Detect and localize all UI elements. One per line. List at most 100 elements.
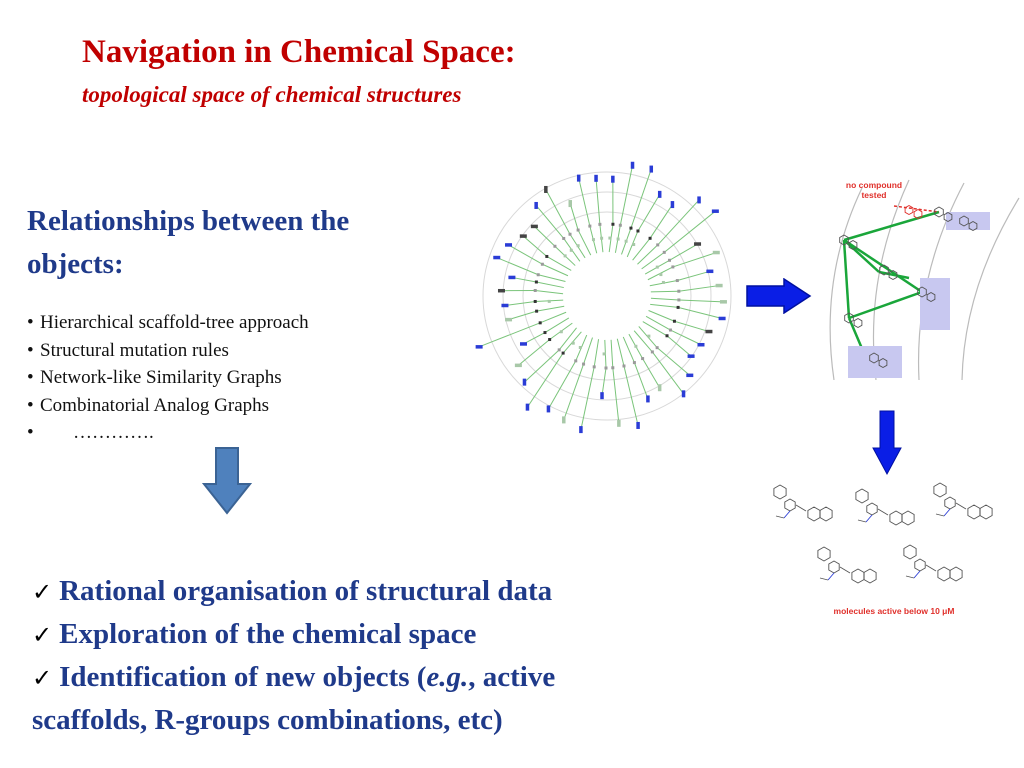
- tree-edge: [619, 165, 634, 226]
- tree-node: [661, 280, 665, 284]
- list-item: • ………….: [27, 419, 309, 447]
- tree-leaf: [546, 405, 551, 413]
- arrow-down-icon: [202, 447, 252, 515]
- similarity-network-diagram: no compound tested: [829, 179, 1020, 380]
- tree-node: [571, 341, 575, 345]
- tree-node: [602, 352, 606, 356]
- tree-node: [655, 346, 659, 350]
- tree-leaf: [670, 201, 675, 209]
- tree-leaf: [705, 329, 713, 334]
- ring-shape: [853, 317, 863, 329]
- tree-edge: [569, 203, 579, 231]
- tree-leaf: [630, 161, 635, 169]
- tree-edge: [657, 199, 700, 246]
- outcome-item: ✓Exploration of the chemical space: [32, 618, 477, 650]
- tree-node: [659, 273, 663, 277]
- ring-shape: [878, 357, 888, 369]
- tree-edge: [539, 311, 567, 324]
- tree-node: [616, 237, 620, 241]
- tree-edge: [478, 322, 541, 348]
- ring-shape: [888, 269, 898, 281]
- bullet-icon: •: [27, 422, 34, 443]
- ring-shape: [844, 312, 854, 324]
- tree-edge: [678, 285, 720, 292]
- ring-shape: [828, 560, 840, 574]
- bond-line: [857, 519, 867, 523]
- tree-leaf: [522, 378, 527, 386]
- tree-node: [641, 357, 645, 361]
- tree-edge: [535, 205, 565, 239]
- tree-node: [650, 350, 654, 354]
- tree-leaf: [712, 250, 720, 255]
- molecule-structures: [773, 482, 993, 584]
- tree-ring: [482, 171, 732, 421]
- tree-leaf: [562, 416, 566, 424]
- checkmark-icon: ✓: [32, 664, 53, 692]
- ring-shape: [967, 504, 981, 520]
- tree-rings: [482, 171, 732, 421]
- list-item-label: Hierarchical scaffold-tree approach: [40, 312, 309, 333]
- tree-node: [672, 319, 676, 323]
- tree-leaf: [718, 316, 726, 321]
- ring-shape: [869, 352, 879, 364]
- tree-edge: [650, 290, 679, 293]
- tree-edge: [534, 226, 556, 247]
- tree-edge: [649, 204, 673, 239]
- list-item: •Combinatorial Analog Graphs: [27, 392, 309, 420]
- arrow-down-icon: [872, 410, 902, 476]
- tree-edge: [633, 330, 653, 353]
- tree-node: [563, 254, 567, 258]
- ring-shape: [889, 510, 903, 526]
- tree-node: [662, 250, 666, 254]
- tree-node: [676, 305, 680, 309]
- list-item-label: ………….: [73, 422, 154, 443]
- tree-leaf: [505, 317, 513, 322]
- tree-ring: [522, 211, 692, 381]
- tree-edge: [496, 257, 539, 276]
- ring-shape: [914, 558, 926, 572]
- tree-node: [591, 238, 595, 242]
- bond-line: [783, 510, 791, 519]
- tree-node: [548, 338, 552, 342]
- tree-leaf: [697, 342, 705, 347]
- tree-edge: [630, 168, 652, 229]
- tree-edge: [593, 339, 600, 367]
- tree-edge: [577, 229, 592, 256]
- tree-edge: [656, 347, 691, 376]
- tree-node: [618, 223, 622, 227]
- ring-shape: [903, 544, 917, 560]
- outcome-item: ✓Identification of new objects (e.g., ac…: [32, 661, 556, 693]
- tree-node: [668, 328, 672, 332]
- ring-shape: [819, 506, 833, 522]
- tree-edge: [544, 317, 570, 333]
- relationships-list: •Hierarchical scaffold-tree approach •St…: [27, 309, 309, 447]
- tree-leaf: [534, 201, 538, 209]
- tree-edge: [508, 244, 543, 265]
- bond-line: [775, 515, 785, 519]
- tree-edge: [672, 252, 717, 268]
- ring-shape: [773, 484, 787, 500]
- bond-line: [795, 504, 807, 512]
- tree-edge: [580, 366, 595, 430]
- ring-shape: [959, 215, 969, 227]
- tree-leaf: [657, 384, 662, 392]
- tree-edge: [504, 300, 536, 306]
- outcome-item-continuation: scaffolds, R-groups combinations, etc): [32, 704, 503, 736]
- tree-edge: [536, 305, 565, 312]
- tree-node: [540, 262, 544, 266]
- tree-edge: [669, 243, 698, 261]
- tree-edge: [678, 299, 724, 303]
- tree-edge: [508, 310, 537, 321]
- ring-shape: [848, 239, 858, 251]
- tree-leaf: [611, 175, 615, 183]
- tree-edge: [623, 365, 639, 426]
- tree-leaf: [508, 275, 516, 280]
- tree-leaf: [514, 363, 522, 368]
- tree-leaf: [600, 392, 604, 400]
- tree-node: [604, 366, 608, 370]
- tree-node: [600, 236, 604, 240]
- tree-node: [665, 334, 669, 338]
- tree-node: [533, 299, 537, 303]
- ring-shape: [879, 264, 889, 276]
- tree-edge: [641, 251, 665, 270]
